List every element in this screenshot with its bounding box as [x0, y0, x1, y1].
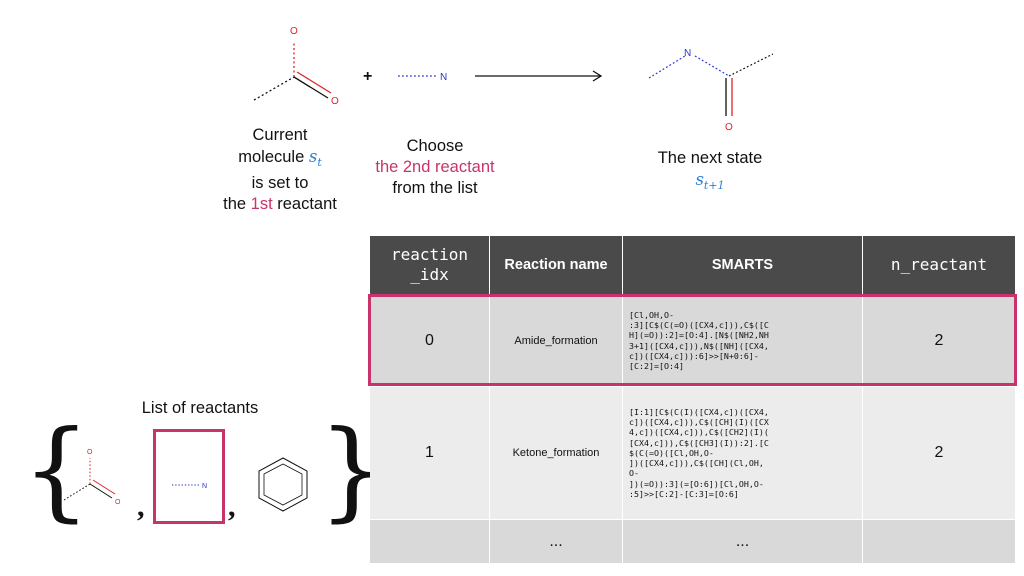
reactant-acid-structure: O O [63, 449, 121, 506]
table-row-1-smarts[interactable]: [I:1][C$(C(I)([CX4,c])([CX4, c])([CX4,c]… [623, 386, 863, 519]
plus-sign: + [363, 68, 373, 85]
reactant-benzene-structure [258, 457, 308, 512]
oxygen-label-2: O [331, 96, 339, 107]
nitrogen-label: N [440, 72, 447, 83]
reactants-list-title: List of reactants [141, 399, 259, 417]
choose-reactant-caption: Choose the 2nd reactant from the list [375, 137, 495, 197]
header-reaction-idx: reaction _idx [370, 236, 490, 294]
oxygen-label-list-2: O [115, 499, 121, 506]
comma-1: , [137, 490, 145, 523]
next-state-caption: The next state st+1 [657, 149, 763, 192]
nitrogen-label-product: N [684, 48, 691, 59]
header-reaction-name: Reaction name [490, 236, 623, 294]
table-row-2-n-reactant [863, 519, 1016, 563]
selected-reaction-row-highlight[interactable] [368, 294, 1017, 386]
current-molecule-caption: Current molecule st is set to the 1st re… [223, 126, 337, 213]
table-row-0-idx[interactable]: 0 [370, 294, 490, 386]
second-reactant-structure: N [398, 72, 447, 83]
oxygen-label-list: O [87, 449, 93, 456]
table-row-2-name: ... [490, 519, 623, 563]
table-row-0-n-reactant[interactable]: 2 [863, 294, 1016, 386]
table-row-0-name[interactable]: Amide_formation [490, 294, 623, 386]
table-row-1-name[interactable]: Ketone_formation [490, 386, 623, 519]
table-row-2-idx [370, 519, 490, 563]
reaction-arrow [475, 70, 603, 82]
oxygen-label: O [290, 26, 298, 37]
product-molecule-structure: N O [648, 48, 774, 133]
table-row-1-n-reactant[interactable]: 2 [863, 386, 1016, 519]
reactant-amine-structure: N [172, 483, 207, 490]
comma-2: , [228, 490, 236, 523]
table-row-2-smarts: ... [623, 519, 863, 563]
header-n-reactant: n_reactant [863, 236, 1016, 294]
table-row-1-idx[interactable]: 1 [370, 386, 490, 519]
oxygen-label-product: O [725, 122, 733, 133]
current-molecule-structure: O O [253, 26, 339, 107]
left-brace: { [22, 408, 91, 533]
selected-reactant-box[interactable] [153, 429, 225, 524]
header-smarts: SMARTS [623, 236, 863, 294]
table-row-0-smarts[interactable]: [Cl,OH,O- :3][C$(C(=O)([CX4,c])),C$([C H… [623, 294, 863, 386]
nitrogen-label-list: N [202, 483, 207, 490]
